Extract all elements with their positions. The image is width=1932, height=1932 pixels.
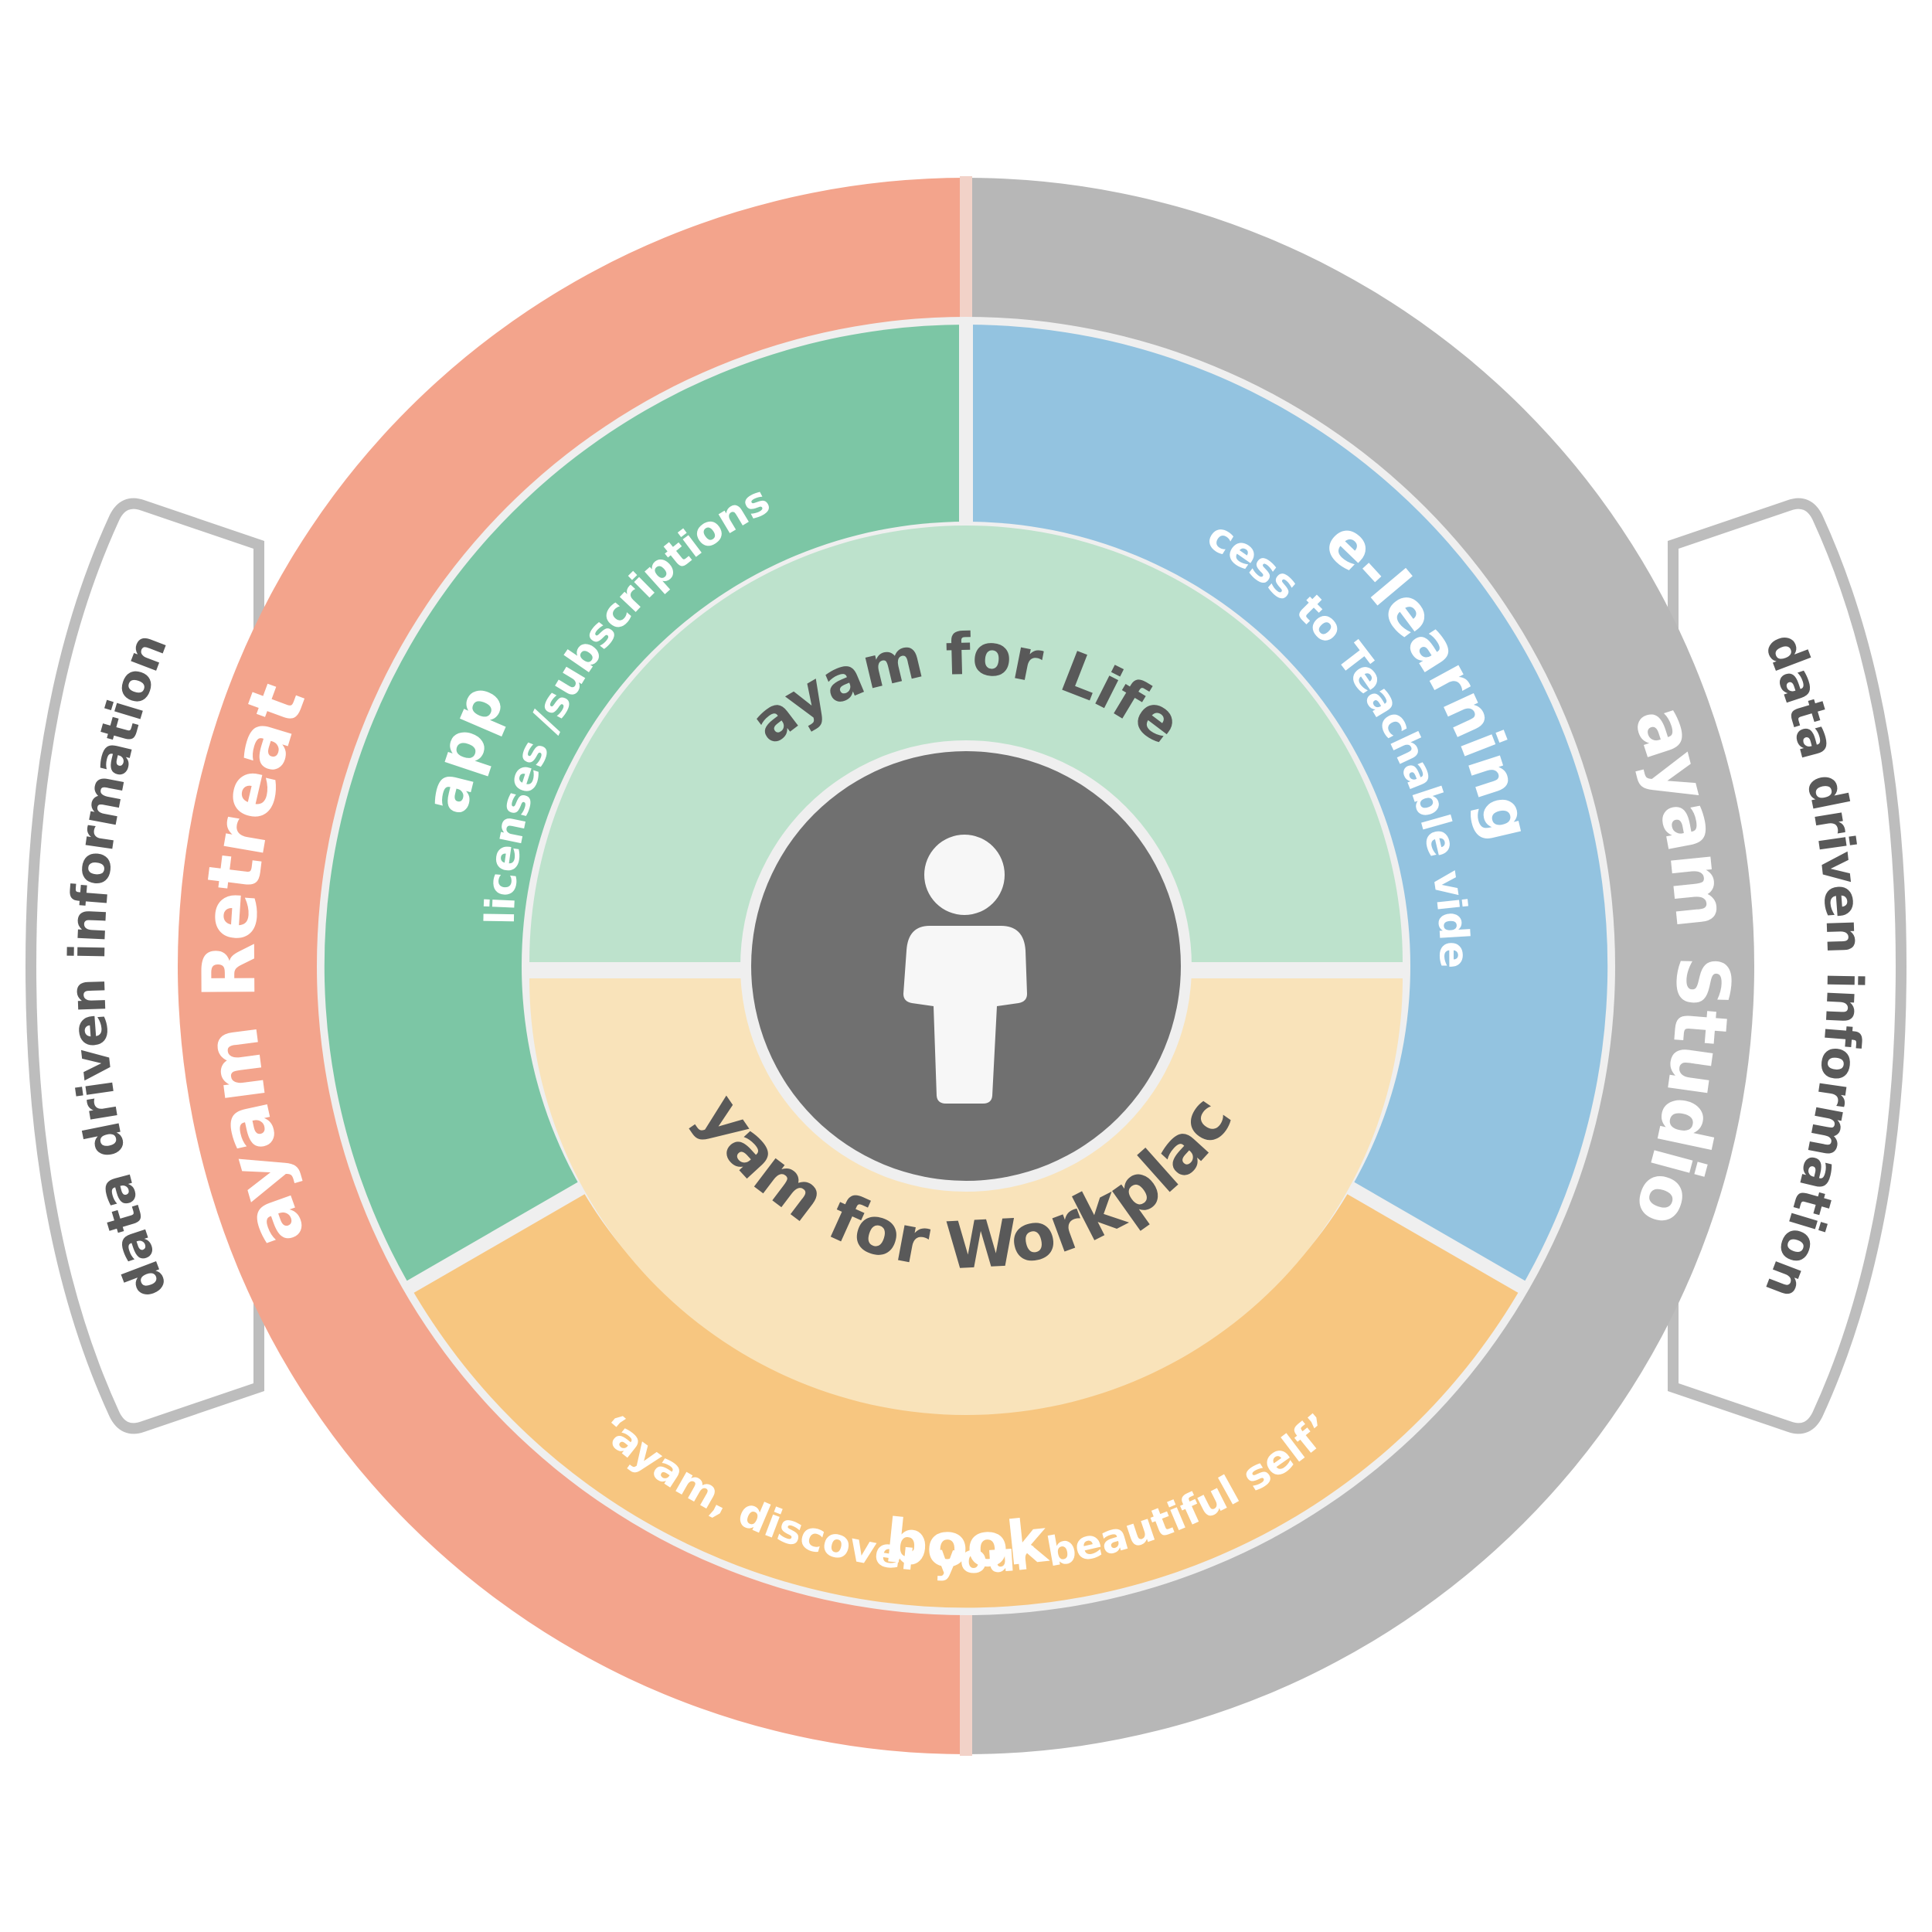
right-side-tab: data driven information bbox=[1668, 498, 1907, 1434]
workplace-segment bbox=[529, 978, 1403, 1415]
person-icon bbox=[903, 835, 1027, 1104]
core bbox=[740, 740, 1192, 1192]
book-title: book bbox=[882, 1506, 1052, 1581]
left-side-tab: data driven information bbox=[25, 498, 264, 1434]
